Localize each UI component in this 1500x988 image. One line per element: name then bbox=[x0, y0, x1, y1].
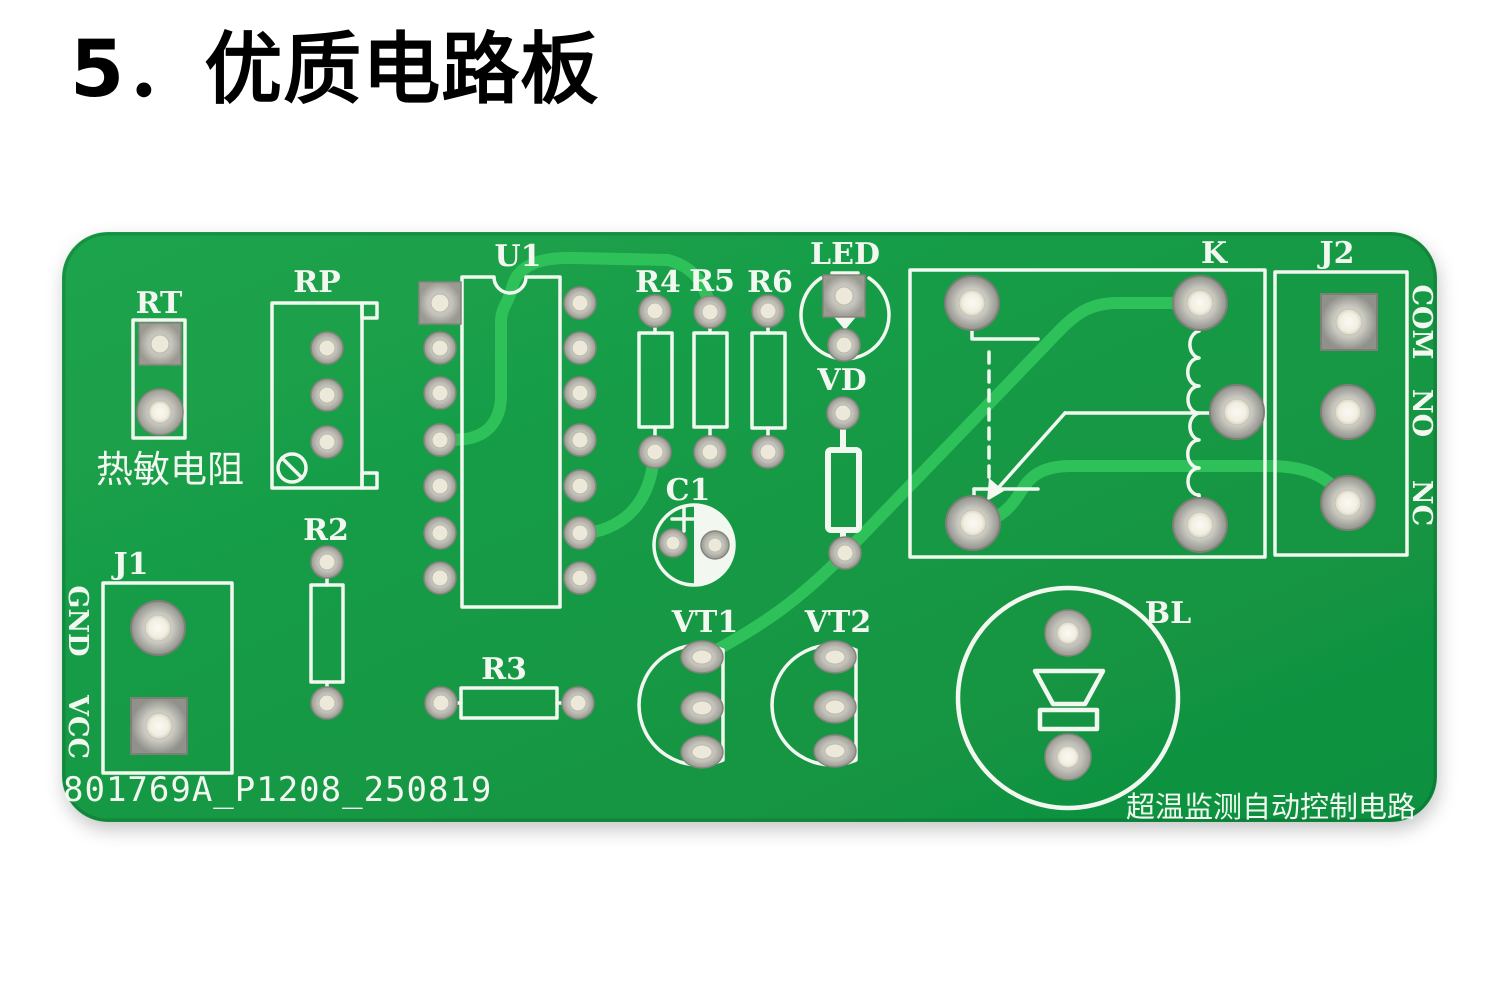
pad bbox=[130, 600, 186, 656]
pad bbox=[423, 331, 457, 365]
label-r6: R6 bbox=[747, 265, 793, 300]
board-serial: 801769A_P1208_250819 bbox=[63, 770, 492, 810]
label-k: K bbox=[1201, 236, 1228, 271]
label-r3: R3 bbox=[481, 652, 527, 687]
pad bbox=[424, 686, 458, 720]
label-r2: R2 bbox=[303, 513, 349, 548]
pad bbox=[700, 530, 730, 560]
label-vt1: VT1 bbox=[671, 605, 738, 640]
pad bbox=[418, 281, 462, 325]
pad bbox=[1209, 384, 1265, 440]
pad bbox=[827, 328, 861, 362]
label-r4: R4 bbox=[635, 265, 681, 300]
pad bbox=[680, 691, 724, 725]
pad bbox=[423, 423, 457, 457]
label-r5: R5 bbox=[689, 264, 735, 299]
label-com: COM bbox=[1406, 285, 1437, 360]
pad bbox=[423, 469, 457, 503]
pad bbox=[563, 469, 597, 503]
pad bbox=[310, 686, 344, 720]
pad bbox=[680, 640, 724, 674]
component-rt bbox=[131, 318, 187, 440]
pad bbox=[1172, 275, 1228, 331]
pad bbox=[944, 275, 1000, 331]
label-j2: J2 bbox=[1316, 236, 1354, 271]
label-j1: J1 bbox=[110, 547, 148, 582]
pad bbox=[563, 376, 597, 410]
pad bbox=[563, 331, 597, 365]
no-turn-icon bbox=[276, 452, 308, 484]
pad bbox=[310, 425, 344, 459]
pad bbox=[1044, 733, 1092, 781]
label-rt: RT bbox=[136, 286, 183, 321]
label-vcc: VCC bbox=[62, 694, 93, 759]
pad bbox=[813, 640, 857, 674]
component-bl bbox=[955, 585, 1181, 811]
pad bbox=[423, 561, 457, 595]
pad bbox=[658, 528, 688, 558]
pad bbox=[813, 690, 857, 724]
pad bbox=[563, 561, 597, 595]
pad bbox=[822, 274, 866, 318]
pad bbox=[751, 435, 785, 469]
label-thermistor: 热敏电阻 bbox=[96, 448, 244, 491]
pad bbox=[130, 697, 188, 755]
page-title: 5．优质电路板 bbox=[70, 25, 600, 115]
label-bl: BL bbox=[1145, 596, 1191, 631]
label-no: NO bbox=[1406, 389, 1437, 437]
pad bbox=[563, 516, 597, 550]
pad bbox=[138, 322, 182, 366]
pad bbox=[1320, 293, 1378, 351]
pad bbox=[1320, 384, 1376, 440]
component-rp bbox=[270, 301, 379, 490]
relay-coil bbox=[1186, 329, 1201, 497]
label-vd: VD bbox=[816, 363, 866, 398]
trace-r5-to-u1-pin4 bbox=[436, 251, 718, 447]
pcb-board bbox=[62, 232, 1437, 822]
pad bbox=[828, 536, 862, 570]
pad bbox=[423, 376, 457, 410]
label-nc: NC bbox=[1406, 480, 1437, 526]
pad bbox=[693, 295, 727, 329]
pad bbox=[310, 545, 344, 579]
component-j2 bbox=[1273, 270, 1409, 557]
pad bbox=[563, 286, 597, 320]
label-gnd: GND bbox=[62, 585, 93, 656]
arrow-icon bbox=[987, 478, 1004, 501]
pad bbox=[136, 388, 184, 436]
silkscreen-labels: RT 热敏电阻 RP U1 R4 R5 R6 LED VD C1 R2 R3 J… bbox=[62, 236, 1437, 824]
pad bbox=[813, 734, 857, 768]
label-led: LED bbox=[810, 237, 880, 272]
trace-k-to-j2nc bbox=[968, 460, 1355, 530]
pad bbox=[680, 735, 724, 769]
buzzer-icon bbox=[1032, 668, 1106, 707]
pad bbox=[638, 435, 672, 469]
pad bbox=[310, 331, 344, 365]
pad bbox=[563, 423, 597, 457]
component-u1 bbox=[460, 275, 562, 609]
board-caption: 超温监测自动控制电路 bbox=[1126, 790, 1416, 824]
pad bbox=[561, 686, 595, 720]
pad bbox=[310, 378, 344, 412]
pad bbox=[826, 396, 860, 430]
label-vt2: VT2 bbox=[804, 605, 871, 640]
pad bbox=[423, 516, 457, 550]
label-u1: U1 bbox=[494, 239, 541, 274]
component-j1 bbox=[101, 581, 234, 775]
label-rp: RP bbox=[293, 265, 341, 300]
pad bbox=[1044, 609, 1092, 657]
pad bbox=[693, 435, 727, 469]
pad bbox=[1172, 497, 1228, 553]
pad bbox=[945, 495, 1001, 551]
pad bbox=[1320, 475, 1376, 531]
relay-lever bbox=[990, 411, 1067, 497]
label-c1: C1 bbox=[666, 473, 711, 508]
